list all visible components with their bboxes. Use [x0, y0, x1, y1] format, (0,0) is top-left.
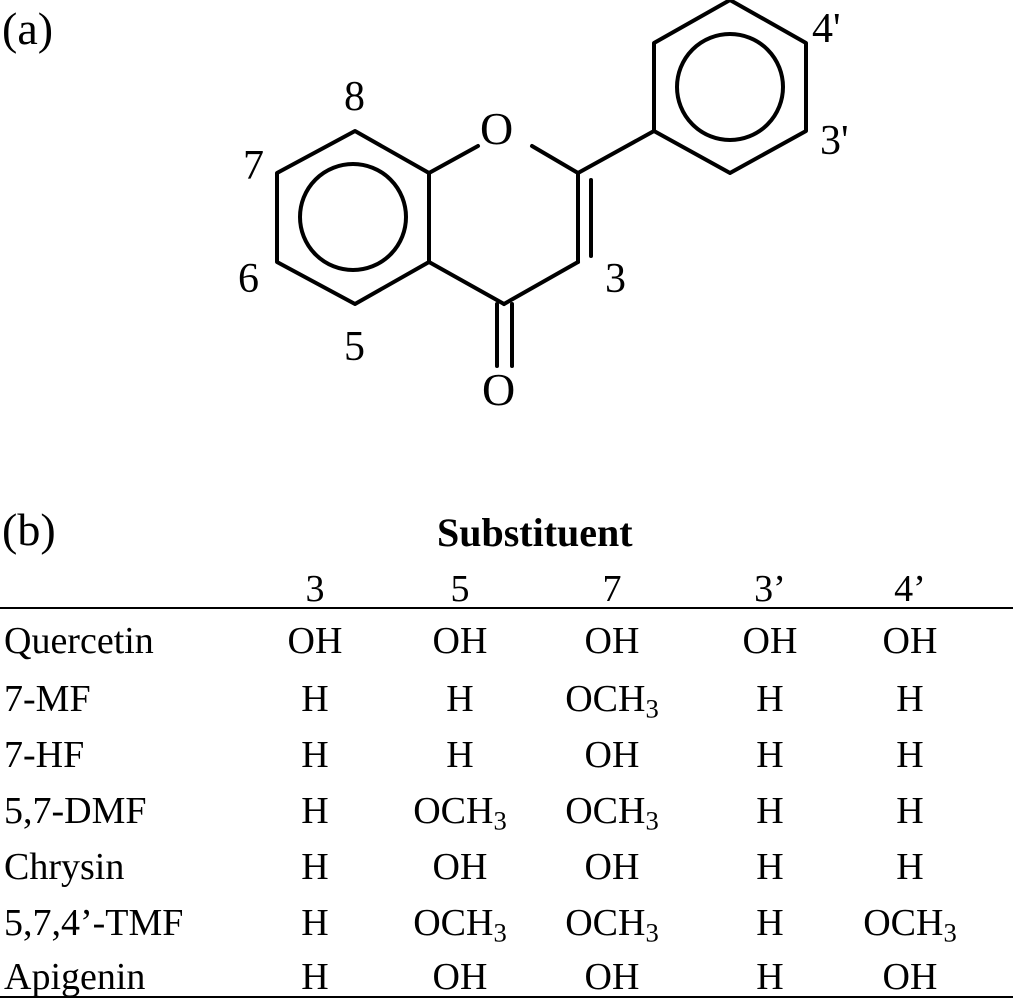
table-cell: H — [301, 956, 329, 998]
compound-name: 7-HF — [4, 734, 85, 776]
carbonyl-oxygen-label: O — [482, 364, 516, 415]
bond-o1-c2 — [530, 144, 580, 175]
table-cell: H — [896, 678, 924, 720]
table-cell: OH — [584, 734, 640, 776]
ring-b-aromatic-circle — [675, 32, 785, 142]
bond-c4-c4a — [427, 260, 506, 306]
table-cell: H — [756, 846, 784, 888]
ring-oxygen-label: O — [480, 103, 514, 154]
compound-name: 7-MF — [4, 678, 91, 720]
table-cell: OCH3 — [565, 790, 659, 836]
table-cell: OCH3 — [413, 902, 507, 948]
ring-a-aromatic-circle — [298, 162, 408, 272]
panel-b-label: (b) — [2, 504, 56, 555]
table-cell: OH — [584, 956, 640, 998]
table-cell: OCH3 — [565, 678, 659, 724]
table-cell: OH — [584, 846, 640, 888]
table-cell: H — [446, 734, 474, 776]
table-cell: OH — [584, 620, 640, 662]
column-header: 3’ — [754, 568, 786, 610]
column-header: 7 — [602, 568, 622, 610]
table-cell: H — [301, 678, 329, 720]
compound-name: Apigenin — [4, 956, 146, 998]
position-3-label: 3 — [605, 256, 626, 302]
column-header: 4’ — [894, 568, 926, 610]
table-cell: OH — [432, 620, 488, 662]
compound-name: Quercetin — [4, 620, 154, 662]
table-cell: OCH3 — [565, 902, 659, 948]
panel-a-label: (a) — [2, 3, 54, 54]
table-cell: H — [756, 734, 784, 776]
table-cell: H — [446, 678, 474, 720]
table-cell: OH — [432, 956, 488, 998]
position-6-label: 6 — [238, 256, 259, 302]
position-3prime-label: 3' — [820, 118, 849, 164]
flavone-structure — [275, 0, 808, 368]
table-cell: OCH3 — [413, 790, 507, 836]
compound-name: 5,7-DMF — [4, 790, 147, 832]
column-header: 5 — [450, 568, 470, 610]
position-4prime-label: 4' — [812, 6, 841, 52]
table-cell: H — [301, 790, 329, 832]
bond-c8a-o1 — [427, 144, 480, 175]
table-bottom-rule — [0, 996, 1013, 998]
table-cell: H — [756, 790, 784, 832]
table-cell: H — [896, 734, 924, 776]
table-cell: OH — [882, 620, 938, 662]
table-cell: OCH3 — [863, 902, 957, 948]
position-8-label: 8 — [344, 74, 365, 120]
compound-name: Chrysin — [4, 846, 125, 888]
table-cell: H — [301, 846, 329, 888]
position-7-label: 7 — [243, 143, 264, 189]
substituent-header: Substituent — [437, 510, 633, 555]
table-cell: OH — [287, 620, 343, 662]
bond-c3-c4 — [502, 260, 580, 306]
table-cell: H — [756, 902, 784, 944]
column-header: 3 — [305, 568, 325, 610]
compound-name: 5,7,4’-TMF — [4, 902, 184, 944]
table-cell: H — [301, 902, 329, 944]
bond-c2-c1prime — [576, 129, 656, 175]
table-cell: OH — [882, 956, 938, 998]
table-cell: OH — [432, 846, 488, 888]
table-top-rule — [0, 607, 1013, 609]
table-cell: H — [896, 790, 924, 832]
position-5-label: 5 — [344, 324, 365, 370]
ring-b — [652, 0, 808, 175]
table-cell: H — [896, 846, 924, 888]
table-cell: OH — [742, 620, 798, 662]
table-cell: H — [756, 678, 784, 720]
table-cell: H — [756, 956, 784, 998]
table-cell: H — [301, 734, 329, 776]
